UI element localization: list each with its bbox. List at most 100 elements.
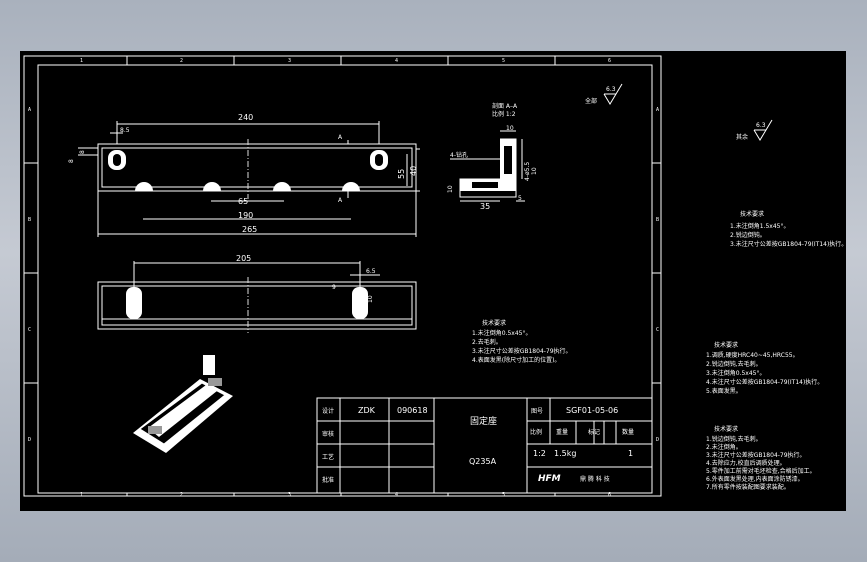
isometric-view xyxy=(133,355,233,453)
dim-55: 55 xyxy=(397,169,406,179)
tb-scale: 1:2 xyxy=(533,449,546,458)
dim-205: 205 xyxy=(236,254,251,263)
roughness-other: 其余 6.3 xyxy=(736,119,773,141)
dim-8-left: 8 xyxy=(68,159,75,163)
zone-row-label: C xyxy=(28,327,31,333)
tb-company-name: 鼎 腾 科 技 xyxy=(580,475,610,483)
dim-40: 40 xyxy=(409,166,418,176)
zone-col-label: 5 xyxy=(502,58,505,64)
outer-frame xyxy=(23,55,662,497)
notes-right-2-line-1: 1.调质,硬度HRC40~45,HRC55。 xyxy=(706,351,799,359)
notes-right-2: 技术要求 1.调质,硬度HRC40~45,HRC55。 2.锐边倒钝,去毛刺。 … xyxy=(706,341,823,395)
notes-right-3: 技术要求 1.锐边倒钝,去毛刺。 2.未注倒角。 3.未注尺寸公差按GB1804… xyxy=(706,425,816,491)
notes-right-3-line-2: 2.未注倒角。 xyxy=(706,443,742,451)
tb-scale-label: 比例 xyxy=(530,428,542,436)
tb-material: Q235A xyxy=(469,457,497,466)
notes-right-3-line-5: 5.零件加工前需对毛坯检查,合格后加工。 xyxy=(706,467,816,475)
zone-row-label: B xyxy=(28,217,31,223)
section-callout: 4-钻孔 xyxy=(450,151,468,159)
dim-4-ø5-5: 4-ø5.5 xyxy=(524,162,531,181)
roughness-other-value: 6.3 xyxy=(756,122,766,129)
notes-center-line-4: 4.表面发黑(除尺寸加工的位置)。 xyxy=(472,356,560,364)
notes-center-line-2: 2.去毛刺。 xyxy=(472,338,502,346)
dim-6-5: 6.5 xyxy=(366,268,376,275)
tb-qty: 1 xyxy=(628,449,633,458)
notes-right-3-line-6: 6.外表面发黑处理,内表面涂防锈漆。 xyxy=(706,475,804,483)
notes-right-2-line-3: 3.未注倒角0.5x45°。 xyxy=(706,369,765,377)
section-scale: 比例 1:2 xyxy=(492,110,516,118)
notes-right-1: 技术要求 1.未注倒角1.5x45°。 2.锐边倒钝。 3.未注尺寸公差按GB1… xyxy=(730,210,846,248)
dim-8-left-2: 8 xyxy=(79,150,86,154)
tb-company-logo: HFM xyxy=(538,474,561,484)
zone-col-label: 3 xyxy=(288,58,291,64)
notes-center: 技术要求 1.未注倒角0.5x45°。 2.去毛刺。 3.未注尺寸公差按GB18… xyxy=(472,319,572,364)
tb-qty-label: 数量 xyxy=(622,428,634,436)
notes-right-1-line-2: 2.锐边倒钝。 xyxy=(730,231,766,239)
tb-check-label: 审核 xyxy=(322,430,334,438)
zone-col-label: 1 xyxy=(80,492,83,498)
tb-date: 090618 xyxy=(397,406,428,415)
tb-designer: ZDK xyxy=(358,406,376,415)
dim-35: 35 xyxy=(480,202,490,211)
zone-col-label: 2 xyxy=(180,492,183,498)
section-mark-a-bottom: A xyxy=(338,197,343,204)
dim-190: 190 xyxy=(238,211,253,220)
dim-8-5: 8.5 xyxy=(120,127,130,134)
zone-ticks xyxy=(24,56,661,496)
zone-col-label: 5 xyxy=(502,492,505,498)
notes-center-line-3: 3.未注尺寸公差按GB1804-79执行。 xyxy=(472,347,572,355)
notes-right-1-line-3: 3.未注尺寸公差按GB1804-79(IT14)执行。 xyxy=(730,240,846,248)
notes-right-2-line-2: 2.锐边倒钝,去毛刺。 xyxy=(706,360,762,368)
zone-row-label: D xyxy=(656,437,659,443)
notes-right-2-line-4: 4.未注尺寸公差按GB1804-79(IT14)执行。 xyxy=(706,378,823,386)
zone-row-label: A xyxy=(28,107,31,113)
tb-weight-label: 重量 xyxy=(556,428,568,436)
notes-right-3-line-4: 4.去除应力,校直后调质处理。 xyxy=(706,459,786,467)
bottom-view: 205 6.5 9 10 xyxy=(97,254,417,333)
notes-right-3-title: 技术要求 xyxy=(714,425,738,433)
dim-5: 5 xyxy=(518,195,522,202)
zone-row-label: D xyxy=(28,437,31,443)
zone-row-label: A xyxy=(656,107,659,113)
dim-65: 65 xyxy=(238,197,248,206)
notes-right-3-line-7: 7.所有零件按装配图要求装配。 xyxy=(706,483,790,491)
notes-right-1-line-1: 1.未注倒角1.5x45°。 xyxy=(730,222,789,230)
roughness-label: 全部 xyxy=(585,97,597,105)
tb-drawing-no-label: 图号 xyxy=(531,408,543,415)
dim-240: 240 xyxy=(238,113,253,122)
zone-col-label: 2 xyxy=(180,58,183,64)
notes-right-3-line-3: 3.未注尺寸公差按GB1804-79执行。 xyxy=(706,451,806,459)
zone-col-label: 3 xyxy=(288,492,291,498)
zone-row-label: C xyxy=(656,327,659,333)
tb-drawing-no: SGF01-05-06 xyxy=(566,406,618,415)
zone-row-label: B xyxy=(656,217,659,223)
dim-10-right: 10 xyxy=(531,167,538,175)
title-block: 设计 ZDK 090618 审核 工艺 批准 固定座 Q235A 图号 SGF0… xyxy=(316,397,653,494)
notes-right-2-line-5: 5.表面发黑。 xyxy=(706,387,742,395)
dim-9: 9 xyxy=(332,284,336,291)
notes-center-title: 技术要求 xyxy=(482,319,506,327)
section-mark-a-top: A xyxy=(338,134,343,141)
section-title: 剖面 A–A xyxy=(492,102,518,110)
tb-part-name: 固定座 xyxy=(470,415,497,427)
notes-right-3-line-1: 1.锐边倒钝,去毛刺。 xyxy=(706,435,762,443)
dim-10-top: 10 xyxy=(506,125,514,132)
roughness-all: 全部 6.3 xyxy=(585,83,623,105)
front-view: 240 8.5 8 8 65 190 265 55 40 A A xyxy=(68,113,420,237)
roughness-other-label: 其余 xyxy=(736,133,748,141)
notes-center-line-1: 1.未注倒角0.5x45°。 xyxy=(472,329,531,337)
tb-design-label: 设计 xyxy=(322,407,334,415)
roughness-value: 6.3 xyxy=(606,86,616,93)
dim-10-left: 10 xyxy=(447,185,454,193)
zone-col-label: 4 xyxy=(395,58,398,64)
zone-col-label: 1 xyxy=(80,58,83,64)
dim-10-bottom: 10 xyxy=(367,295,374,303)
zone-col-label: 6 xyxy=(608,58,611,64)
tb-approve-label: 批准 xyxy=(322,476,334,484)
notes-right-2-title: 技术要求 xyxy=(714,341,738,349)
tb-mark-label: 标记 xyxy=(588,428,600,436)
tb-weight: 1.5kg xyxy=(554,449,576,458)
